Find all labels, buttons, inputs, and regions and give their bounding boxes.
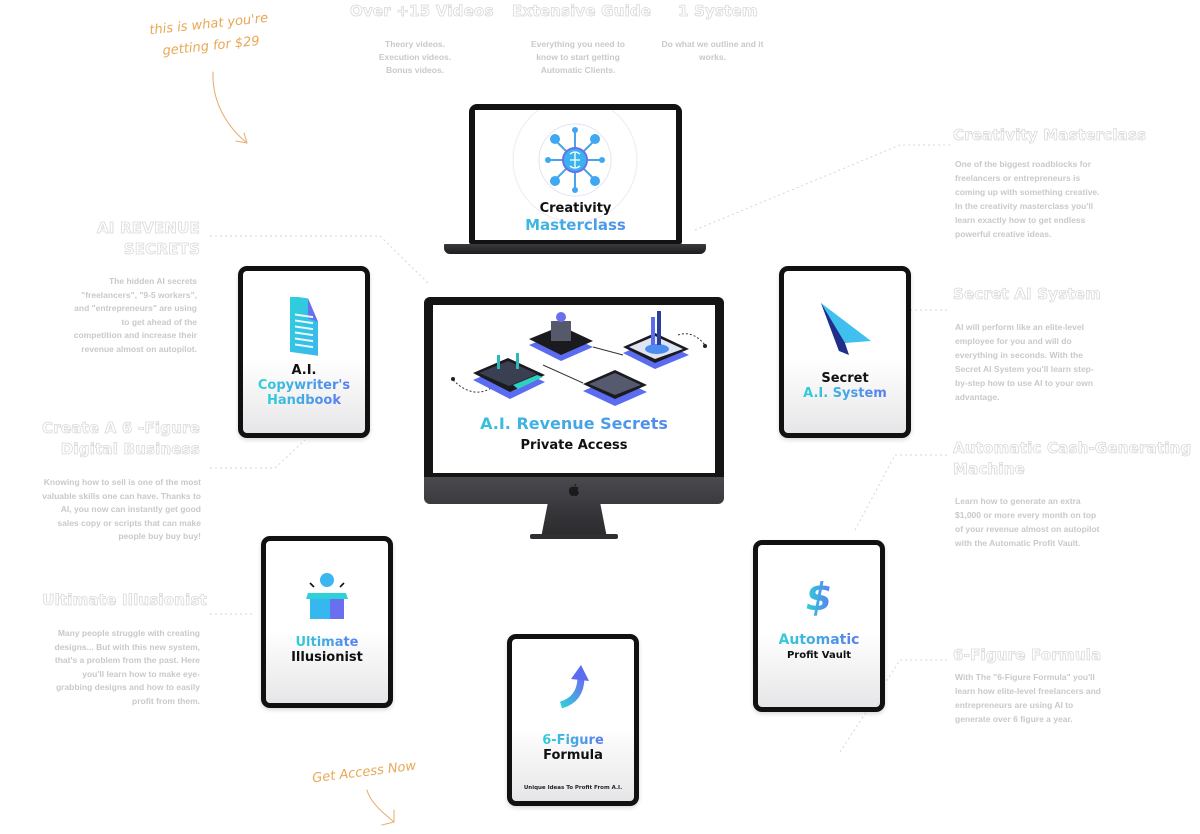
- section-desc-6-figure-formula: With The "6-Figure Formula" you'll learn…: [955, 672, 1101, 724]
- tablet-secret-ai-system: Secret A.I. System: [779, 266, 911, 438]
- section-desc-ai-revenue-secrets: The hidden AI secrets "freelancers", "9-…: [73, 276, 197, 354]
- section-title-cash-generating-machine: Automatic Cash-Generating Machine: [953, 439, 1192, 479]
- isometric-platforms-illustration: [451, 311, 707, 406]
- formula-tagline: Unique Ideas To Profit From A.I.: [523, 785, 623, 791]
- laptop-title-line1: Creativity: [539, 201, 612, 216]
- tablet-copywriters-handbook: A.I. Copywriter's Handbook: [238, 266, 370, 438]
- illusionist-line2: Illusionist: [291, 650, 363, 665]
- feature-title-guide: Extensive Guide: [512, 2, 652, 21]
- imac-ai-revenue-secrets: A.I. Revenue Secrets Private Access: [424, 297, 724, 503]
- section-title-ultimate-illusionist: Ultimate Illusionist: [42, 591, 207, 610]
- imac-foot: [530, 534, 618, 539]
- arrow-top-icon: [212, 71, 248, 144]
- tablet-ultimate-illusionist: Ultimate Illusionist: [261, 536, 393, 708]
- brain-network-icon: [512, 110, 638, 223]
- copywriter-line1: A.I.: [291, 363, 317, 378]
- feature-title-system: 1 System: [678, 2, 758, 21]
- profit-vault-line2: Profit Vault: [786, 650, 852, 661]
- document-icon: [290, 297, 318, 356]
- laptop-title-line2: Masterclass: [475, 216, 676, 234]
- illusionist-line1: Ultimate: [295, 635, 359, 650]
- section-desc-secret-ai-system: AI will perform like an elite-level empl…: [955, 322, 1094, 402]
- dollar-sign-icon: $: [805, 575, 833, 619]
- section-desc-6-figure-business: Knowing how to sell is one of the most v…: [42, 477, 201, 541]
- feature-title-videos: Over +15 Videos: [350, 2, 494, 21]
- gift-box-icon: [306, 573, 348, 619]
- section-desc-cash-generating-machine: Learn how to generate an extra $1,000 or…: [955, 496, 1100, 548]
- secret-system-line2: A.I. System: [803, 386, 887, 401]
- imac-stand: [541, 504, 607, 538]
- tablet-6-figure-formula: 6-Figure Formula Unique Ideas To Profit …: [507, 634, 639, 806]
- copywriter-line3: Handbook: [266, 393, 342, 408]
- arrow-up-curve-icon: [559, 665, 589, 709]
- formula-line2: Formula: [543, 748, 603, 763]
- connector-6-figure-business: [210, 439, 306, 469]
- section-title-6-figure-formula: 6-Figure Formula: [953, 646, 1102, 665]
- profit-vault-line1: Automatic: [778, 632, 860, 648]
- feature-desc-videos: Theory videos. Execution videos. Bonus v…: [378, 39, 452, 75]
- section-title-secret-ai-system: Secret AI System: [953, 285, 1102, 304]
- section-desc-creativity-masterclass: One of the biggest roadblocks for freela…: [955, 159, 1100, 239]
- copywriter-line2: Copywriter's: [257, 378, 351, 393]
- formula-line1: 6-Figure: [542, 733, 604, 748]
- section-desc-ultimate-illusionist: Many people struggle with creating desig…: [54, 628, 200, 706]
- apple-logo-icon: [569, 483, 579, 496]
- imac-chin: [424, 477, 724, 504]
- tablet-automatic-profit-vault: $ Automatic Profit Vault: [753, 540, 885, 712]
- arrow-bottom-icon: [366, 789, 395, 823]
- connector-revenue-secrets: [210, 235, 431, 286]
- section-title-creativity-masterclass: Creativity Masterclass: [953, 126, 1147, 145]
- connector-formula: [839, 659, 950, 753]
- secret-system-line1: Secret: [821, 371, 869, 386]
- paper-plane-icon: [821, 303, 871, 355]
- connector-cash-machine: [854, 454, 950, 531]
- laptop-screen: Creativity Masterclass: [475, 110, 676, 240]
- feature-desc-system: Do what we outline and it works.: [661, 39, 764, 62]
- connector-creativity: [694, 144, 952, 231]
- section-title-6-figure-business: Create A 6 -Figure Digital Business: [42, 419, 201, 459]
- imac-screen: A.I. Revenue Secrets Private Access: [433, 305, 715, 473]
- laptop-creativity-masterclass: Creativity Masterclass: [469, 104, 682, 244]
- section-title-ai-revenue-secrets: AI REVENUE SECRETS: [96, 219, 201, 259]
- feature-desc-guide: Everything you need to know to start get…: [531, 39, 625, 75]
- imac-title-line1: A.I. Revenue Secrets: [433, 414, 715, 433]
- imac-title-line2: Private Access: [520, 438, 628, 453]
- laptop-base: [444, 244, 706, 254]
